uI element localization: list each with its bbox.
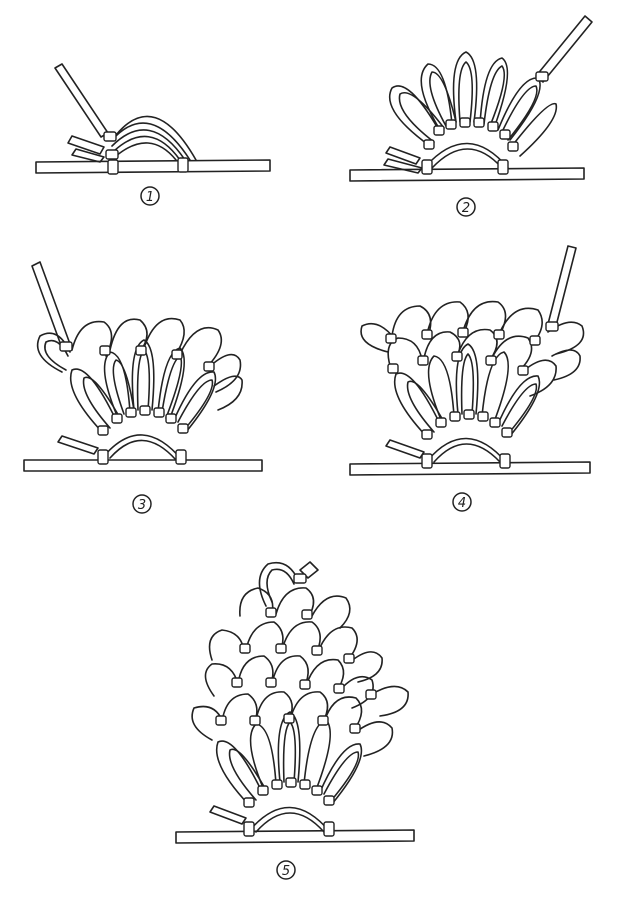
- step-4-base-cord: [349, 461, 591, 476]
- step-3-center-arch: [103, 434, 183, 461]
- step-5-figure: 5: [175, 561, 415, 880]
- step-5-knots: [215, 573, 377, 837]
- step-4-knots: [385, 321, 559, 469]
- step-5-label: 5: [276, 860, 296, 880]
- step-1-figure: 1: [35, 63, 271, 206]
- step-4-label: 4: [452, 492, 472, 512]
- step-1-base-cord: [35, 159, 271, 174]
- step-4-figure: 4: [349, 245, 591, 512]
- step-3-figure: 3: [23, 261, 263, 514]
- step-2-center-arch: [425, 142, 509, 169]
- step-3-knots: [59, 341, 215, 465]
- step-4-center-arch: [427, 437, 507, 463]
- step-5-loop-row-1: [191, 691, 394, 757]
- step-2-number: 2: [462, 201, 470, 216]
- step-3-outer-loops: [36, 317, 243, 411]
- step-2-figure: 2: [349, 15, 593, 217]
- step-5-loop-row-4: [239, 587, 351, 629]
- step-5-top-loop: [258, 561, 299, 607]
- step-3-petals: [70, 339, 217, 435]
- step-4-working-cords: [385, 245, 577, 459]
- step-1-number: 1: [146, 190, 154, 205]
- step-4-outer-loops: [360, 300, 585, 381]
- step-4-number: 4: [458, 496, 466, 511]
- step-5-loop-row-2: [204, 655, 409, 717]
- step-4-petals: [394, 343, 541, 439]
- step-2-base-cord: [349, 167, 585, 182]
- step-5-base-cord: [175, 829, 415, 844]
- step-2-label: 2: [456, 197, 476, 217]
- step-4-middle-loops: [387, 328, 557, 397]
- step-5-center-arch: [249, 806, 331, 833]
- step-5-number: 5: [282, 864, 290, 879]
- step-3-number: 3: [138, 498, 146, 513]
- step-1-arches: [111, 115, 197, 161]
- step-1-knots: [103, 131, 189, 175]
- step-5-loop-row-3: [208, 621, 383, 683]
- step-2-petals: [388, 51, 558, 157]
- step-1-working-cords: [54, 63, 109, 163]
- step-3-label: 3: [132, 494, 152, 514]
- step-3-base-cord: [23, 459, 263, 472]
- step-2-knots: [421, 71, 549, 175]
- step-5-petals: [216, 711, 363, 807]
- step-1-label: 1: [140, 186, 160, 206]
